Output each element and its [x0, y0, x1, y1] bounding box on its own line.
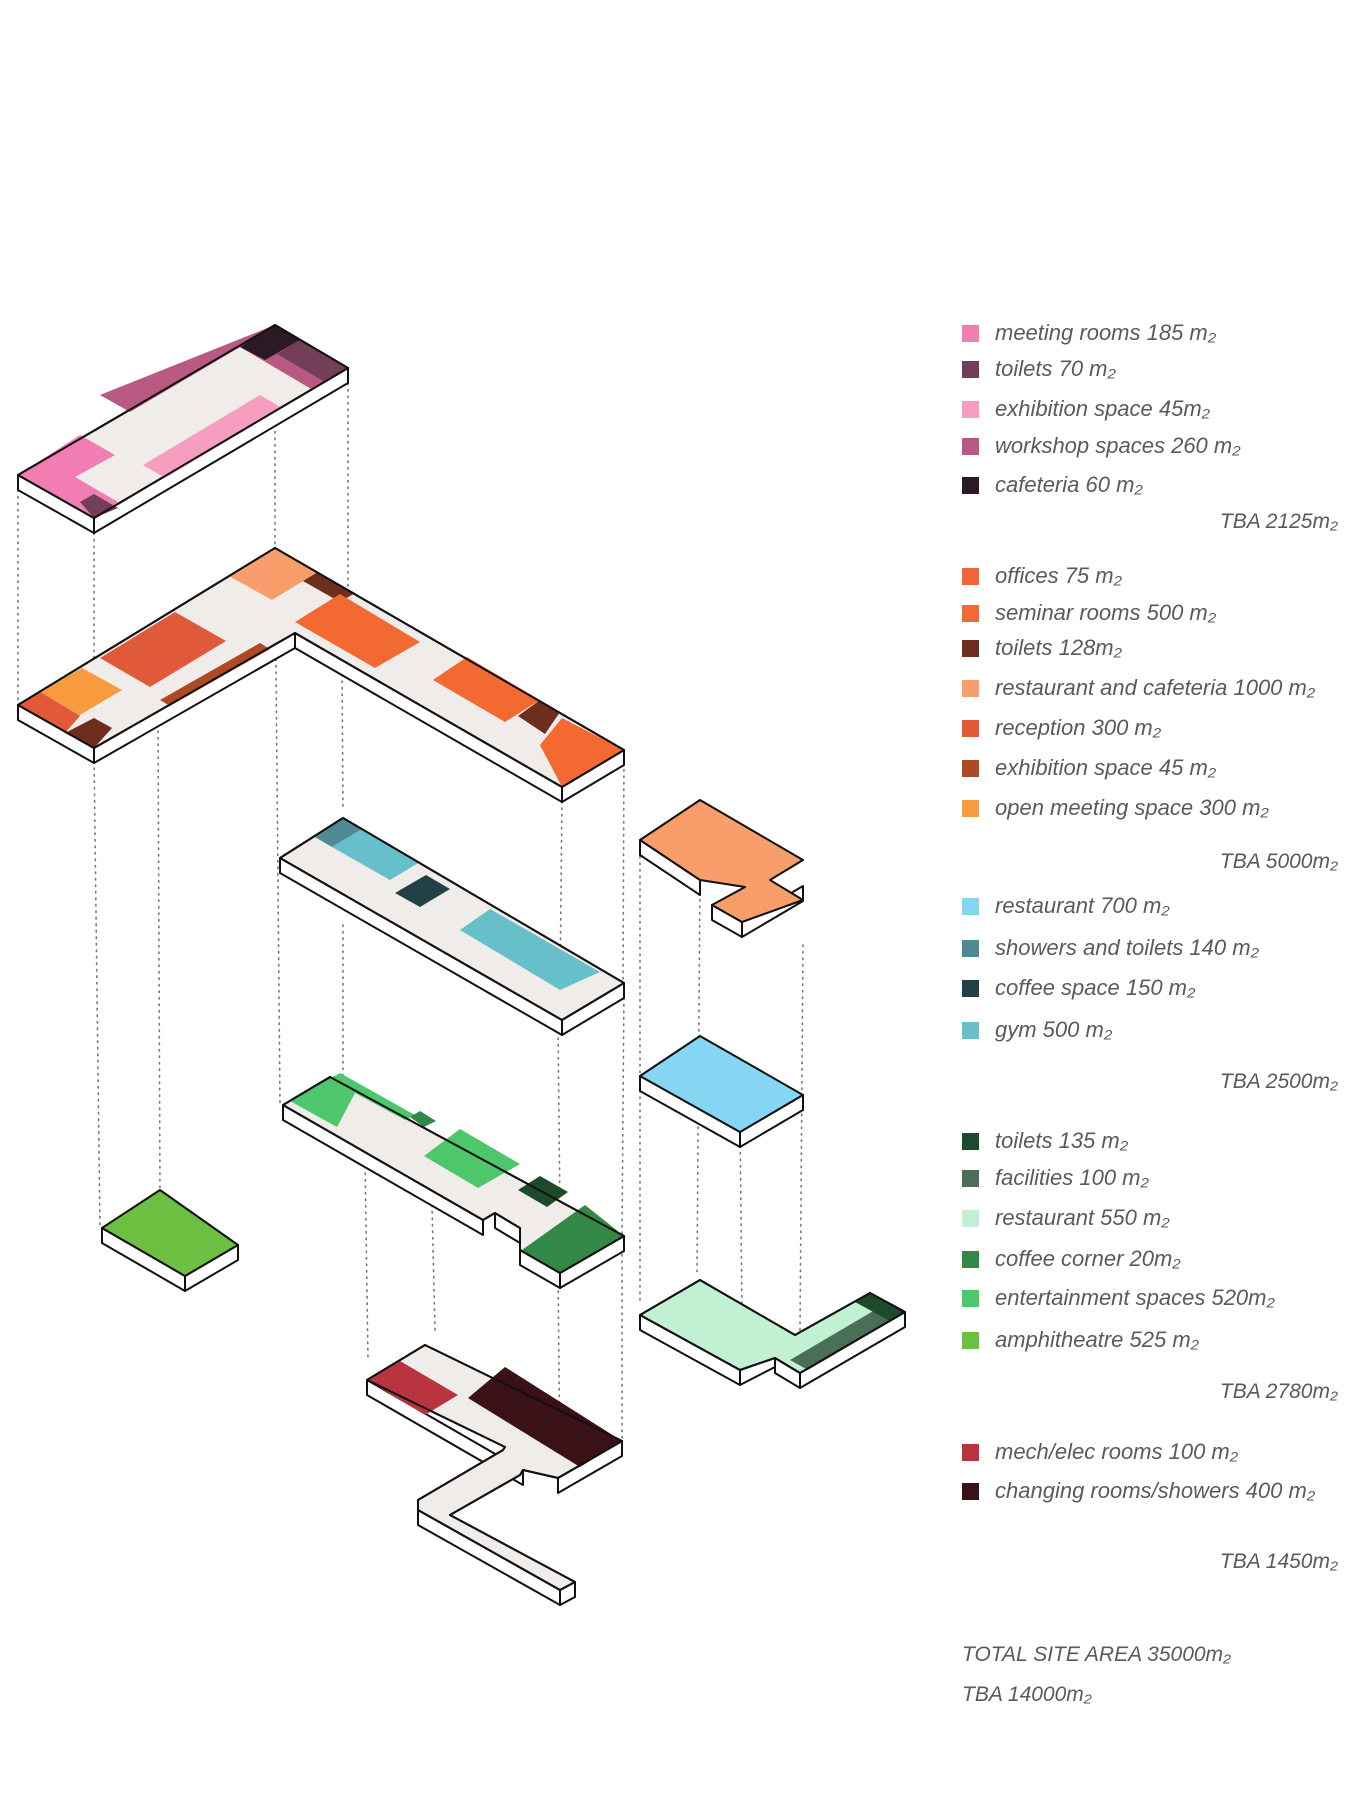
guide-line: [739, 1119, 743, 1316]
coffee-space-area: [395, 875, 450, 907]
guide-line: [157, 717, 161, 1196]
gym-area: [460, 909, 600, 990]
level-4-slab: [17, 324, 349, 534]
toilets-area: [303, 572, 355, 602]
toilets-area: [80, 494, 118, 518]
guide-line: [364, 1159, 369, 1361]
entertainment-spaces-area: [424, 1129, 520, 1188]
level-3-slab: [17, 547, 625, 803]
seminar-rooms-area: [433, 657, 540, 722]
offices-area: [540, 718, 624, 787]
guide-line: [341, 667, 344, 811]
gym-area: [332, 829, 420, 880]
guide-line: [622, 749, 625, 986]
toilets-area: [518, 700, 560, 734]
facilities-area: [790, 1310, 893, 1370]
basement-slab: [366, 1344, 623, 1606]
showers-toilets-area: [313, 818, 362, 847]
exhibition-space-area: [160, 643, 270, 706]
guide-line: [799, 944, 804, 1331]
toilets-area: [855, 1293, 905, 1321]
guide-line: [621, 984, 625, 1236]
toilets-area: [65, 718, 112, 748]
exhibition-space-area: [143, 395, 282, 478]
guide-line: [696, 879, 701, 1276]
changing-rooms-showers-area: [468, 1367, 622, 1467]
level-2-slab: [279, 817, 625, 1036]
entertainment-spaces-area: [290, 1073, 415, 1127]
guide-line: [431, 1204, 436, 1331]
amphitheatre-slab: [101, 1189, 239, 1292]
toilets-area: [277, 340, 348, 382]
side-block-blue: [639, 1035, 804, 1148]
reception-area: [18, 692, 80, 733]
level-1-slab: [282, 1073, 625, 1289]
reception-area: [100, 612, 226, 687]
guide-line: [93, 754, 101, 1229]
seminar-rooms-area: [295, 594, 420, 668]
coffee-corner-area: [410, 1111, 436, 1127]
mech-elec-rooms-area: [367, 1361, 458, 1415]
side-block-orange: [639, 799, 804, 938]
side-block-mint: [639, 1279, 906, 1389]
cafeteria-area: [240, 325, 300, 360]
